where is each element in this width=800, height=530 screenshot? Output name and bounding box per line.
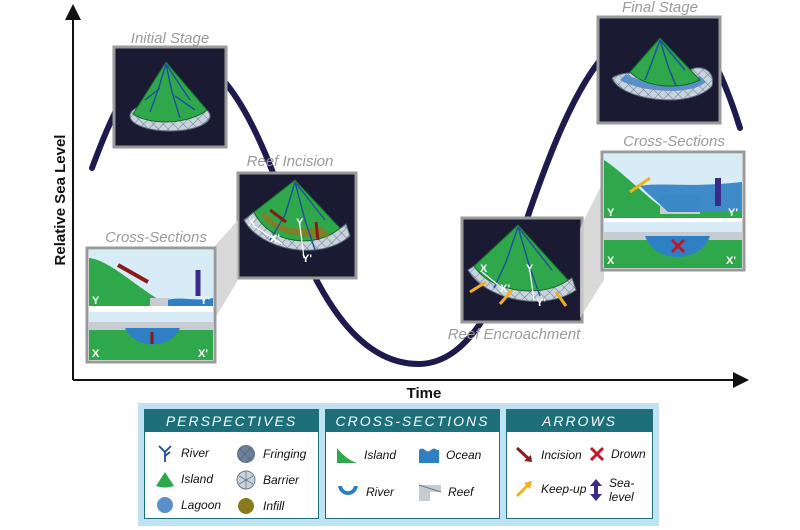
legend-island-perspective: Island [155, 470, 213, 488]
reef-step-icon [418, 484, 442, 501]
river-branch-icon [158, 445, 172, 462]
initial-stage-label: Initial Stage [131, 30, 209, 47]
legend-fringing: Fringing [235, 444, 306, 464]
encroach-mark-x-prime: X' [500, 283, 510, 295]
lagoon-icon [157, 497, 173, 513]
right-xs-mark-y-prime: Y' [728, 207, 738, 219]
right-zoom-connector [580, 180, 604, 318]
fringing-reef-icon [237, 445, 255, 463]
legend-keep-up: Keep-up [515, 480, 586, 498]
right-cross-sections-label: Cross-Sections [623, 133, 725, 150]
reef-incision-panel: Y X X' Y' [236, 171, 358, 280]
left-zoom-connector [214, 220, 238, 320]
sea-level-diagram: Relative Sea Level Time Initial Stage Re… [52, 0, 749, 400]
legend-infill: Infill [235, 496, 284, 516]
final-stage-panel [596, 15, 722, 125]
legend-perspectives: PERSPECTIVES River Fringing Island Barri… [144, 409, 319, 519]
legend-ocean: Ocean [418, 446, 481, 464]
reef-encroachment-panel: X X' Y Y' [460, 216, 584, 324]
encroach-mark-x: X [480, 263, 488, 275]
legend-perspectives-title: PERSPECTIVES [145, 410, 318, 432]
y-axis-label: Relative Sea Level [52, 135, 69, 266]
reef-incision-label: Reef Incision [247, 153, 334, 170]
legend-island-section: Island [336, 446, 396, 464]
left-cross-sections-label: Cross-Sections [105, 229, 207, 246]
incision-mark-y-prime: Y' [302, 253, 312, 265]
legend-sea-level: Sea-level [589, 476, 652, 504]
incision-mark-x: X [248, 217, 256, 229]
legend-barrier: Barrier [235, 470, 299, 490]
river-channel-icon [338, 486, 358, 495]
island-cone-icon [156, 472, 174, 488]
barrier-reef-icon [236, 470, 256, 490]
left-xs-mark-y-prime: Y' [200, 295, 210, 307]
legend-river-perspective: River [155, 444, 209, 462]
x-axis-label: Time [407, 385, 442, 400]
incision-arrow-icon [515, 446, 532, 462]
final-stage-label: Final Stage [622, 0, 698, 16]
infill-icon [238, 498, 254, 514]
legend-lagoon: Lagoon [155, 496, 221, 514]
legend-reef: Reef [418, 482, 473, 502]
encroach-mark-y: Y [526, 263, 534, 275]
left-xs-mark-x-prime: X' [198, 348, 208, 360]
reef-encroachment-label: Reef Encroachment [448, 326, 581, 343]
sea-level-arrow-icon [590, 479, 602, 501]
right-xs-mark-x: X [607, 255, 615, 267]
legend-river-section: River [336, 482, 394, 502]
island-slope-icon [337, 448, 357, 463]
left-xs-mark-x: X [92, 348, 100, 360]
ocean-wave-icon [419, 448, 439, 463]
incision-mark-y: Y [296, 217, 304, 229]
right-xs-mark-y: Y [607, 207, 615, 219]
initial-stage-panel [112, 45, 228, 149]
legend: PERSPECTIVES River Fringing Island Barri… [138, 403, 659, 526]
right-cross-sections-panel: Y Y' X X' [600, 150, 746, 272]
legend-arrows-title: ARROWS [507, 410, 652, 432]
legend-cross-sections: CROSS-SECTIONS Island Ocean River Reef [325, 409, 500, 519]
keep-up-arrow-icon [515, 481, 532, 498]
drown-x-icon [589, 446, 605, 462]
legend-arrows: ARROWS Incision Drown Keep-up Sea-level [506, 409, 653, 519]
right-xs-mark-x-prime: X' [726, 255, 736, 267]
encroach-mark-y-prime: Y' [536, 297, 546, 309]
left-cross-sections-panel: Y Y' X X' [85, 246, 217, 364]
incision-mark-x-prime: X' [270, 233, 280, 245]
legend-drown: Drown [589, 446, 646, 462]
left-xs-mark-y: Y [92, 295, 100, 307]
legend-incision: Incision [515, 446, 582, 464]
legend-cross-sections-title: CROSS-SECTIONS [326, 410, 499, 432]
